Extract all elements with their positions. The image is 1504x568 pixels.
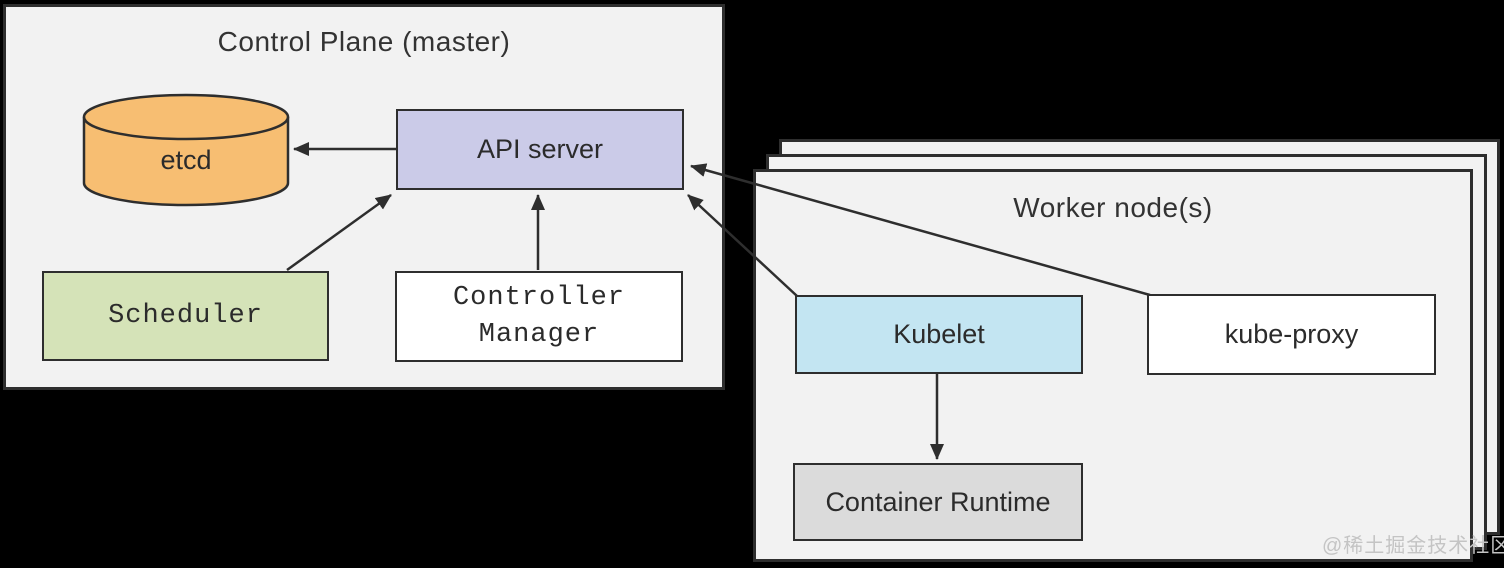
node-etcd-label: etcd bbox=[160, 144, 212, 175]
node-kubelet: Kubelet bbox=[795, 295, 1083, 374]
node-controller-manager: Controller Manager bbox=[395, 271, 683, 362]
control-plane-title: Control Plane (master) bbox=[217, 26, 511, 57]
node-api-server: API server bbox=[396, 109, 684, 190]
controller-manager-label-line1: Controller bbox=[452, 282, 626, 313]
node-scheduler: Scheduler bbox=[42, 271, 329, 361]
node-kube-proxy: kube-proxy bbox=[1147, 294, 1436, 375]
controller-manager-label-line2: Manager bbox=[478, 319, 600, 350]
worker-node-title: Worker node(s) bbox=[1013, 192, 1213, 223]
node-container-runtime: Container Runtime bbox=[793, 463, 1083, 541]
watermark-text: @稀土掘金技术社区 bbox=[1322, 535, 1504, 557]
